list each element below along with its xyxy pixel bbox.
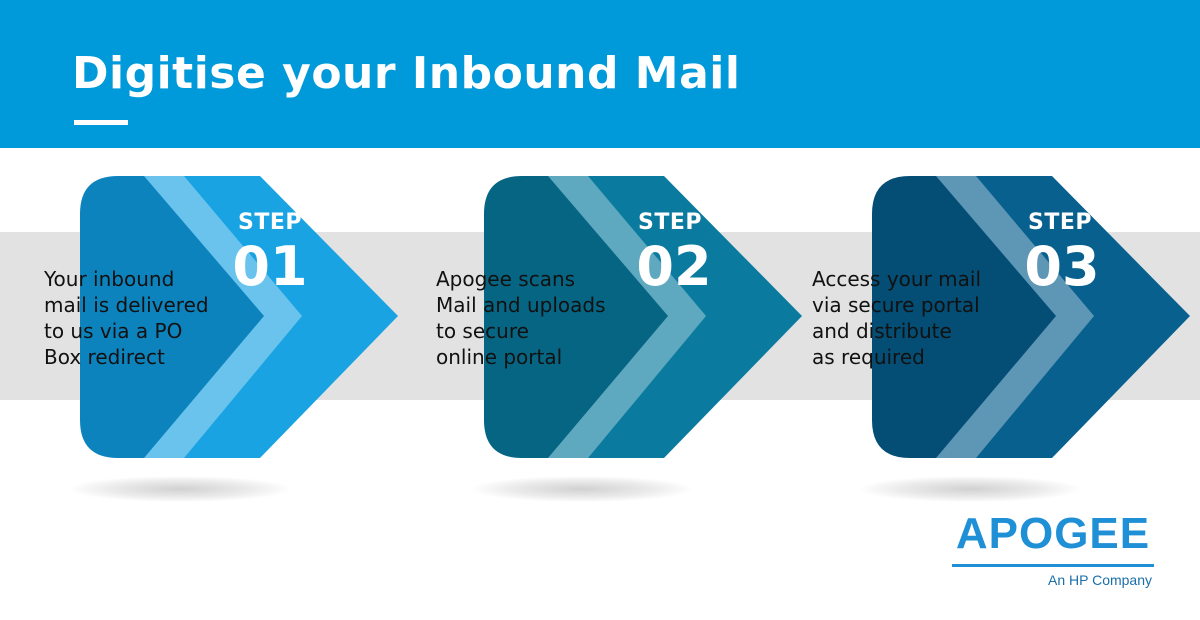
- step-3-label: STEP: [1027, 210, 1092, 235]
- step-1-chevron: [80, 176, 398, 458]
- logo-divider: [952, 564, 1154, 567]
- step-1-number: 01: [232, 235, 308, 298]
- step-3-number: 03: [1024, 235, 1100, 298]
- step-2-shadow: [472, 476, 692, 502]
- step-3-line-2: via secure portal: [812, 293, 980, 317]
- step-3-description: Access your mail via secure portal and d…: [812, 266, 981, 370]
- step-1-line-1: Your inbound: [44, 267, 175, 291]
- title-underline: [74, 120, 128, 125]
- step-2-label: STEP: [637, 210, 702, 235]
- logo-tagline: An HP Company: [1047, 572, 1152, 588]
- step-2-line-1: Apogee scans: [436, 267, 576, 291]
- page-title: Digitise your Inbound Mail: [72, 48, 741, 99]
- step-3-line-1: Access your mail: [812, 267, 982, 291]
- step-2-line-2: Mail and uploads: [436, 293, 606, 317]
- step-3-line-4: as required: [812, 345, 925, 369]
- apogee-logo: APOGEE An HP Company: [952, 512, 1154, 592]
- step-1-description: Your inbound mail is delivered to us via…: [44, 266, 209, 370]
- step-1-chevron-front: [144, 176, 398, 458]
- step-1-line-3: to us via a PO: [44, 319, 183, 343]
- logo-wordmark: APOGEE: [955, 509, 1151, 558]
- step-1-shadow: [70, 476, 290, 502]
- step-1-line-2: mail is delivered: [44, 293, 209, 317]
- step-1-label: STEP: [237, 210, 302, 235]
- step-3-chevron: [872, 176, 1190, 458]
- step-3-shadow: [860, 476, 1080, 502]
- step-3-chevron-front: [936, 176, 1190, 458]
- step-2-line-4: online portal: [436, 345, 563, 369]
- step-1-line-4: Box redirect: [44, 345, 165, 369]
- step-2-number: 02: [636, 235, 712, 298]
- step-2-chevron-fold: [548, 176, 706, 458]
- step-3-line-3: and distribute: [812, 319, 952, 343]
- step-2-description: Apogee scans Mail and uploads to secure …: [436, 266, 606, 370]
- step-2-line-3: to secure: [436, 319, 529, 343]
- step-2-chevron: [484, 176, 802, 458]
- header-banner: Digitise your Inbound Mail: [0, 0, 1200, 148]
- step-3-chevron-fold: [936, 176, 1094, 458]
- step-2-chevron-front: [548, 176, 802, 458]
- step-1-chevron-fold: [144, 176, 302, 458]
